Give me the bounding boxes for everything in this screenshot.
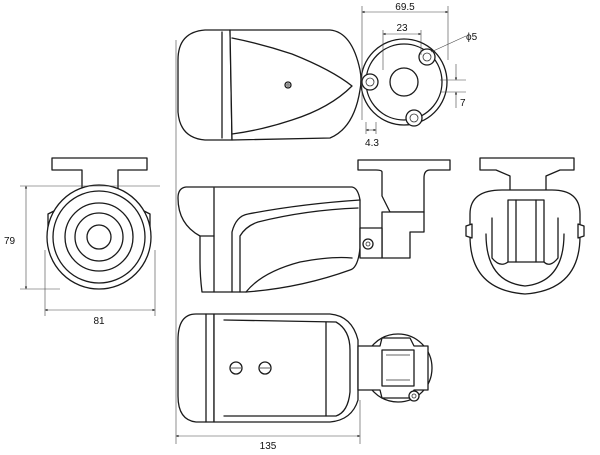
side-view <box>177 159 451 293</box>
bolt-hole <box>361 73 379 91</box>
bolt-hole <box>418 48 436 66</box>
front-view <box>46 157 152 290</box>
dim-bolt-spacing: 23 <box>396 23 408 34</box>
dim-total-length: 135 <box>260 441 277 452</box>
dim-hole-diameter: ϕ5 <box>466 32 478 43</box>
top-view <box>177 29 362 141</box>
dim-top-width: 69.5 <box>395 2 415 13</box>
rear-view <box>465 157 585 295</box>
bottom-view <box>177 313 433 423</box>
mount-plate-top-view <box>360 38 448 127</box>
dim-front-width: 81 <box>93 316 105 327</box>
bolt-hole <box>405 109 423 127</box>
dim-offset-small: 4.3 <box>365 138 379 149</box>
dim-offset-vertical: 7 <box>460 98 466 109</box>
dim-height: 79 <box>4 236 16 247</box>
dimension-lines <box>20 6 467 444</box>
